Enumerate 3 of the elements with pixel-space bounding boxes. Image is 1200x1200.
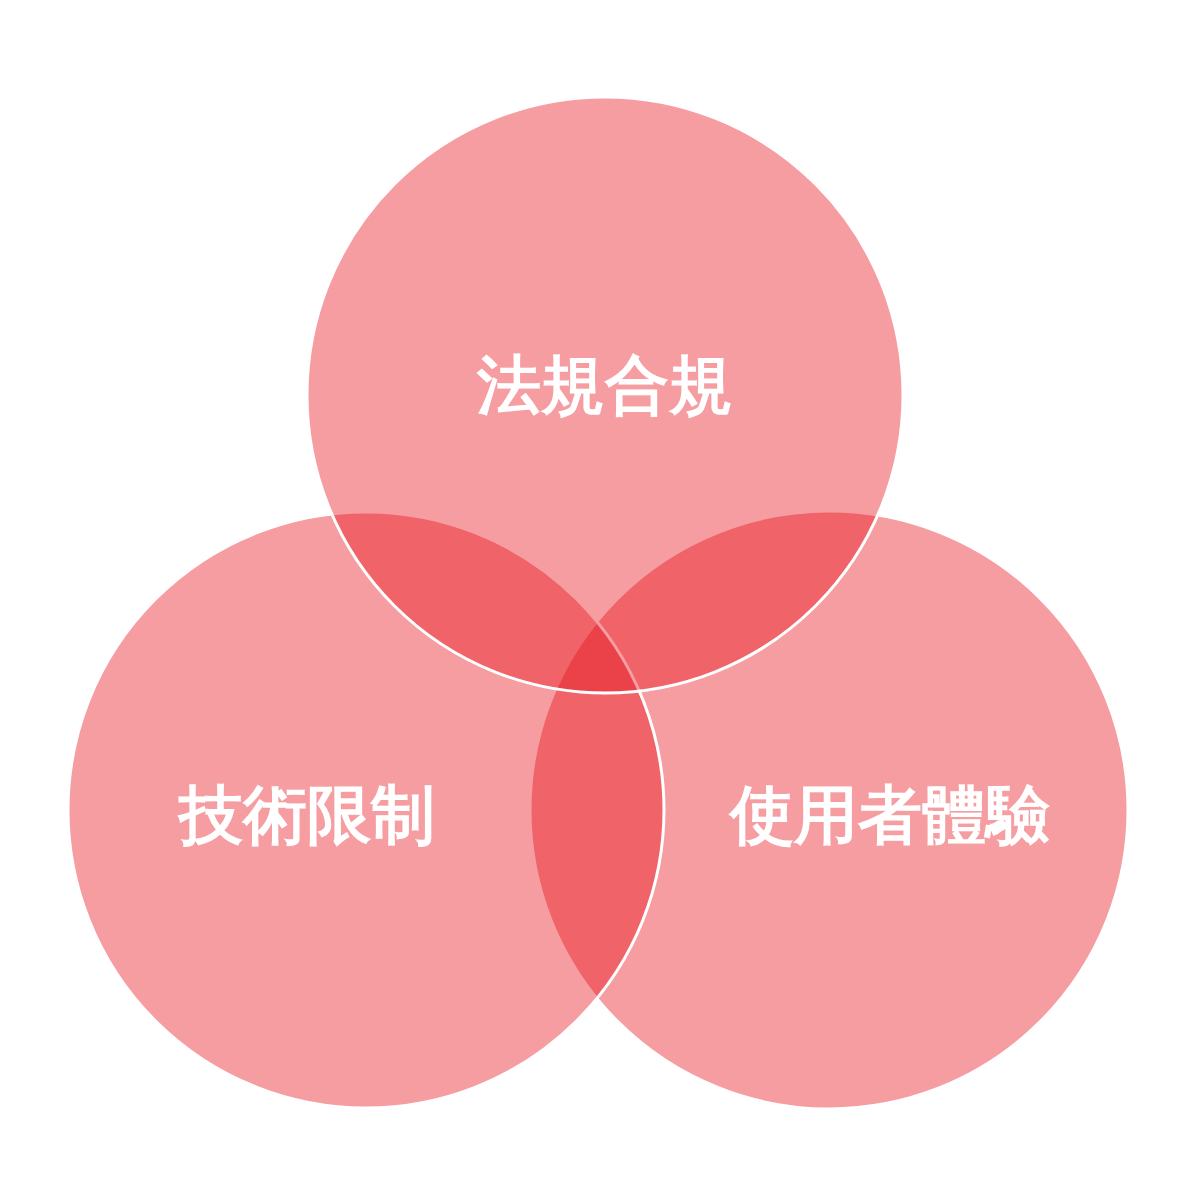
category-label: 法規合規: [477, 349, 733, 421]
category-label: 使用者體驗: [730, 779, 1050, 851]
category-label: 技術限制: [179, 779, 435, 851]
